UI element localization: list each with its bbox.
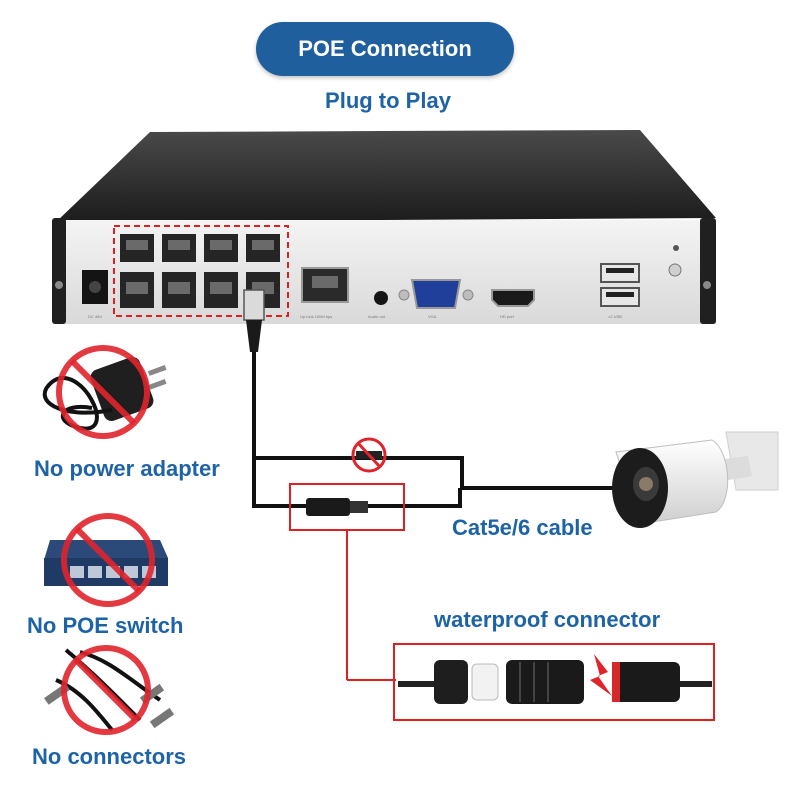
prohibit-slash xyxy=(69,358,137,426)
bullet-camera xyxy=(612,431,779,528)
waterproof-connector-label: waterproof connector xyxy=(434,607,661,632)
rj45-plug-icon xyxy=(243,289,265,321)
nvr-top-cover xyxy=(56,130,716,222)
connector-body xyxy=(306,498,350,516)
port-contacts xyxy=(168,282,190,294)
usb-tongue xyxy=(606,268,634,273)
poe-switch-icon xyxy=(44,513,168,607)
vga-screw xyxy=(398,289,410,301)
page-title: POE Connection xyxy=(298,36,472,61)
switch-top xyxy=(44,540,168,560)
prohibit-slash xyxy=(356,441,382,469)
dc-jack-pin xyxy=(89,281,101,293)
audio-out-jack xyxy=(374,291,388,305)
hdmi-port xyxy=(491,289,535,307)
inline-connector xyxy=(289,483,405,681)
hdmi-port-label: HD port xyxy=(500,314,515,319)
lan-port-label: Up Link 100M bps xyxy=(300,314,332,319)
nvr-device: DC 48V Up Link 100M bps Audio ou xyxy=(52,130,716,324)
connector-housing xyxy=(506,660,584,704)
title-badge: POE Connection xyxy=(256,22,514,76)
adapter-prong xyxy=(147,379,167,390)
vga-port xyxy=(410,279,462,309)
port-contacts xyxy=(168,240,190,250)
usb-port-label: ×2 USB xyxy=(608,314,622,319)
connector-nut xyxy=(434,660,468,704)
switch-port xyxy=(70,566,84,578)
splitter-cable-icon xyxy=(44,645,175,735)
screw-icon xyxy=(55,281,63,289)
dc-port-label: DC 48V xyxy=(88,314,102,319)
screw-icon xyxy=(703,281,711,289)
nvr-left-frame xyxy=(52,218,66,324)
port-contacts xyxy=(126,282,148,294)
lens-glass xyxy=(639,477,653,491)
nvr-right-frame xyxy=(700,218,716,324)
ground-screw-icon xyxy=(668,263,682,277)
rubber-seal xyxy=(471,663,499,701)
red-seal-ring xyxy=(612,662,620,702)
prohibit-circle xyxy=(351,437,387,473)
ground-hole xyxy=(673,245,679,251)
spark-icon xyxy=(590,654,612,696)
power-adapter-icon xyxy=(42,345,167,439)
port-contacts xyxy=(126,240,148,250)
no-connectors-label: No connectors xyxy=(32,744,187,769)
adapter-body xyxy=(90,356,154,422)
no-poe-switch-label: No POE switch xyxy=(27,613,184,638)
camera-side-connector xyxy=(614,662,680,702)
poe-ports-highlight xyxy=(113,225,289,317)
connector-detail-frame xyxy=(393,643,715,721)
port-contacts xyxy=(210,282,232,294)
prohibit-circle xyxy=(56,345,150,439)
connector-sleeve xyxy=(350,501,368,513)
adapter-prong xyxy=(147,365,167,376)
cable-type-label: Cat5e/6 cable xyxy=(452,515,593,540)
rj45-boot xyxy=(246,320,262,352)
no-plug-icon xyxy=(351,437,387,473)
port-contacts xyxy=(252,240,274,250)
vga-port-label: VGA xyxy=(428,314,437,319)
prohibit-slash xyxy=(73,657,139,723)
prohibit-circle xyxy=(61,645,151,735)
lan-port-contacts xyxy=(312,276,338,288)
usb-tongue xyxy=(606,292,634,297)
prohibit-slash xyxy=(74,526,142,594)
switch-port xyxy=(88,566,102,578)
audio-port-label: Audio out xyxy=(368,314,386,319)
waterproof-connector-detail xyxy=(393,643,715,721)
cable-line xyxy=(252,352,618,490)
vga-screw xyxy=(462,289,474,301)
no-power-adapter-label: No power adapter xyxy=(34,456,220,481)
port-contacts xyxy=(210,240,232,250)
prohibit-circle xyxy=(61,513,155,607)
switch-port xyxy=(124,566,138,578)
dc-plug xyxy=(149,707,175,729)
page-subtitle: Plug to Play xyxy=(325,88,451,113)
